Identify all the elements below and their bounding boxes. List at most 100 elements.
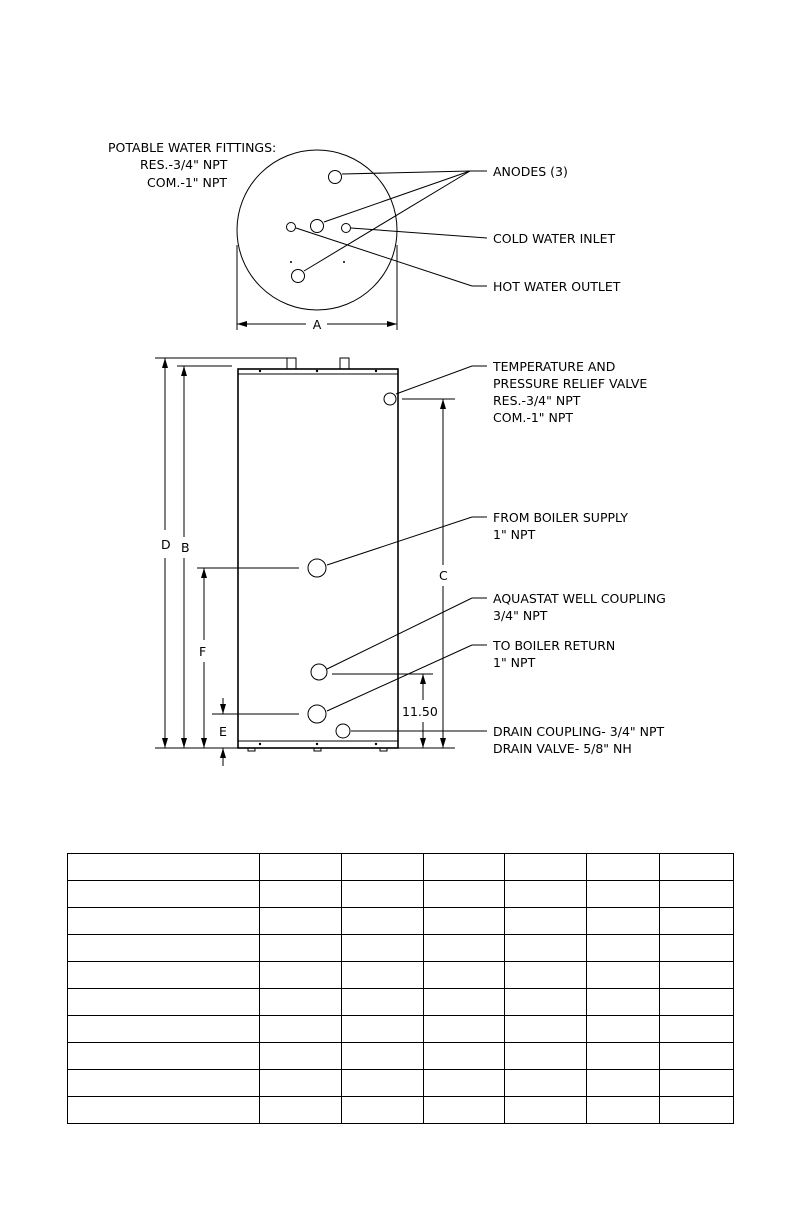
table-cell (341, 1042, 424, 1070)
table-cell (659, 853, 734, 881)
table-cell (659, 1096, 734, 1124)
table-cell (66, 961, 261, 989)
tank-drawing: A POTABLE WATER FITTINGS: RES.-3/4" NPT … (108, 140, 666, 766)
table-cell (659, 1015, 734, 1043)
table-cell (504, 880, 587, 908)
table-cell (422, 853, 506, 881)
cold-inlet-fitting (341, 223, 351, 233)
table-row (66, 1042, 734, 1070)
dim-b-label: B (181, 540, 190, 555)
anode-fitting (310, 219, 324, 233)
tpr-label-3: RES.-3/4" NPT (493, 393, 581, 408)
aquastat-label-2: 3/4" NPT (493, 608, 548, 623)
table-cell (341, 961, 424, 989)
table-cell (659, 1042, 734, 1070)
table-cell (259, 907, 343, 935)
table-cell (422, 988, 506, 1016)
table-cell (659, 961, 734, 989)
table-cell (504, 853, 587, 881)
table-cell (259, 988, 343, 1016)
table-cell (66, 907, 261, 935)
table-cell (341, 988, 424, 1016)
table-cell (259, 853, 343, 881)
table-cell (341, 934, 424, 962)
table-cell (341, 880, 424, 908)
boiler-supply-fitting (307, 558, 327, 578)
table-cell (585, 934, 661, 962)
table-cell (585, 1015, 661, 1043)
dim-a-label: A (313, 317, 322, 332)
table-cell (66, 1015, 261, 1043)
table-cell (66, 853, 261, 881)
table-cell (422, 1015, 506, 1043)
table-cell (66, 1096, 261, 1124)
table-cell (341, 1015, 424, 1043)
table-cell (66, 934, 261, 962)
table-cell (504, 1096, 587, 1124)
table-cell (259, 934, 343, 962)
hot-outlet-label: HOT WATER OUTLET (493, 279, 621, 294)
aquastat-label-1: AQUASTAT WELL COUPLING (493, 591, 666, 606)
table-cell (585, 961, 661, 989)
table-row (66, 1069, 734, 1097)
tpr-label-2: PRESSURE RELIEF VALVE (493, 376, 647, 391)
boiler-return-label-2: 1" NPT (493, 655, 536, 670)
tpr-valve-fitting (383, 392, 397, 406)
table-cell (585, 1069, 661, 1097)
table-cell (659, 988, 734, 1016)
table-cell (66, 988, 261, 1016)
table-cell (422, 1042, 506, 1070)
dim-1150-label: 11.50 (402, 704, 438, 719)
table-cell (422, 961, 506, 989)
table-cell (422, 907, 506, 935)
drain-fitting (335, 723, 351, 739)
drain-label-2: DRAIN VALVE- 5/8" NH (493, 741, 632, 756)
fittings-com: COM.-1" NPT (147, 175, 227, 190)
table-cell (659, 1069, 734, 1097)
table-cell (66, 1069, 261, 1097)
tank-top-circle (236, 149, 398, 311)
fittings-title: POTABLE WATER FITTINGS: (108, 140, 276, 155)
boiler-supply-label-2: 1" NPT (493, 527, 536, 542)
table-cell (66, 880, 261, 908)
fittings-res: RES.-3/4" NPT (140, 157, 228, 172)
table-cell (659, 934, 734, 962)
table-cell (259, 1015, 343, 1043)
table-cell (585, 853, 661, 881)
table-cell (259, 1069, 343, 1097)
dimensions-table (66, 853, 734, 1124)
boiler-return-fitting (307, 704, 327, 724)
table-row (66, 853, 734, 881)
table-cell (422, 1096, 506, 1124)
table-cell (585, 1042, 661, 1070)
anodes-label: ANODES (3) (493, 164, 568, 179)
table-cell (504, 907, 587, 935)
table-row (66, 988, 734, 1016)
dim-e-label: E (219, 724, 227, 739)
table-cell (341, 1096, 424, 1124)
table-cell (585, 1096, 661, 1124)
table-cell (341, 853, 424, 881)
table-row (66, 880, 734, 908)
table-row (66, 934, 734, 962)
table-cell (341, 907, 424, 935)
table-cell (504, 934, 587, 962)
table-cell (585, 988, 661, 1016)
table-cell (504, 1015, 587, 1043)
table-cell (659, 880, 734, 908)
anode-fitting (291, 269, 305, 283)
table-cell (504, 961, 587, 989)
table-cell (585, 880, 661, 908)
table-cell (659, 907, 734, 935)
table-cell (66, 1042, 261, 1070)
table-cell (341, 1069, 424, 1097)
table-cell (504, 1069, 587, 1097)
table-cell (422, 880, 506, 908)
table-cell (504, 1042, 587, 1070)
table-cell (259, 961, 343, 989)
boiler-return-label-1: TO BOILER RETURN (492, 638, 615, 653)
tank-body (237, 368, 399, 749)
table-cell (422, 934, 506, 962)
boiler-supply-label-1: FROM BOILER SUPPLY (493, 510, 628, 525)
table-cell (585, 907, 661, 935)
